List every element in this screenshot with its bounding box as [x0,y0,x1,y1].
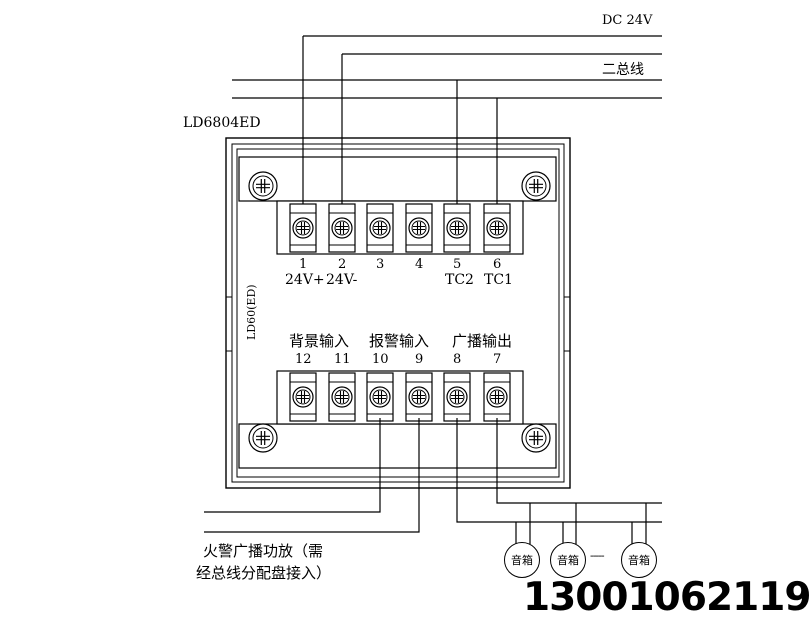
terminal-sig-24v-minus: 24V- [326,272,358,288]
terminal-7 [484,373,510,421]
terminal-3 [367,204,393,252]
module-housing [225,137,571,489]
speaker-1: 音箱 [504,542,540,578]
terminal-num-6: 6 [493,257,502,272]
broadcast-wire-b [496,418,662,504]
alarm-wire-b [204,418,420,533]
terminal-1 [290,204,316,252]
amplifier-note-line-2: 经总线分配盘接入） [196,564,332,582]
group-alarm-input: 报警输入 [369,332,430,350]
group-broadcast-output: 广播输出 [452,332,513,350]
terminal-num-12: 12 [295,352,312,367]
terminal-num-5: 5 [453,257,462,272]
mount-screw-top-left [248,171,278,201]
terminal-8 [444,373,470,421]
terminal-num-8: 8 [453,352,462,367]
terminal-4 [406,204,432,252]
alarm-wire-a [204,418,381,513]
bottom-terminal-strip [238,423,557,469]
broadcast-wire-a [456,418,662,523]
terminal-num-3: 3 [376,257,385,272]
terminal-sig-tc2: TC2 [445,272,474,288]
dc-24v-label: DC 24V [602,13,653,28]
top-wires [302,36,498,208]
terminal-10 [367,373,393,421]
module-side-label: LD60(ED) [245,284,258,340]
bus-lines [232,35,662,99]
terminal-6 [484,204,510,252]
module-model: LD6804ED [183,115,261,131]
mount-screw-bottom-right [521,423,551,453]
speaker-2: 音箱 [550,542,586,578]
mount-screw-top-right [521,171,551,201]
amplifier-note-line-1: 火警广播功放（需 [203,542,324,560]
bottom-terminal-base [276,370,524,425]
terminal-2 [329,204,355,252]
top-terminal-strip [238,156,557,202]
bottom-wires [204,418,662,544]
terminal-5 [444,204,470,252]
terminal-sig-24v-plus: 24V+ [285,272,325,288]
speaker-3: 音箱 [621,542,657,578]
group-background-input: 背景输入 [289,332,350,350]
terminal-num-7: 7 [493,352,502,367]
terminal-11 [329,373,355,421]
speaker-ellipsis: ----- [590,549,605,562]
terminal-num-11: 11 [334,352,351,367]
terminal-num-10: 10 [372,352,389,367]
terminal-num-9: 9 [415,352,424,367]
terminal-12 [290,373,316,421]
terminal-sig-tc1: TC1 [484,272,513,288]
contact-phone: 13001062119 [523,575,811,620]
terminal-num-2: 2 [338,257,347,272]
mount-screw-bottom-left [248,423,278,453]
terminal-9 [406,373,432,421]
terminal-num-1: 1 [299,257,308,272]
two-bus-label: 二总线 [602,62,644,78]
terminal-num-4: 4 [415,257,424,272]
top-terminal-base [276,200,524,255]
